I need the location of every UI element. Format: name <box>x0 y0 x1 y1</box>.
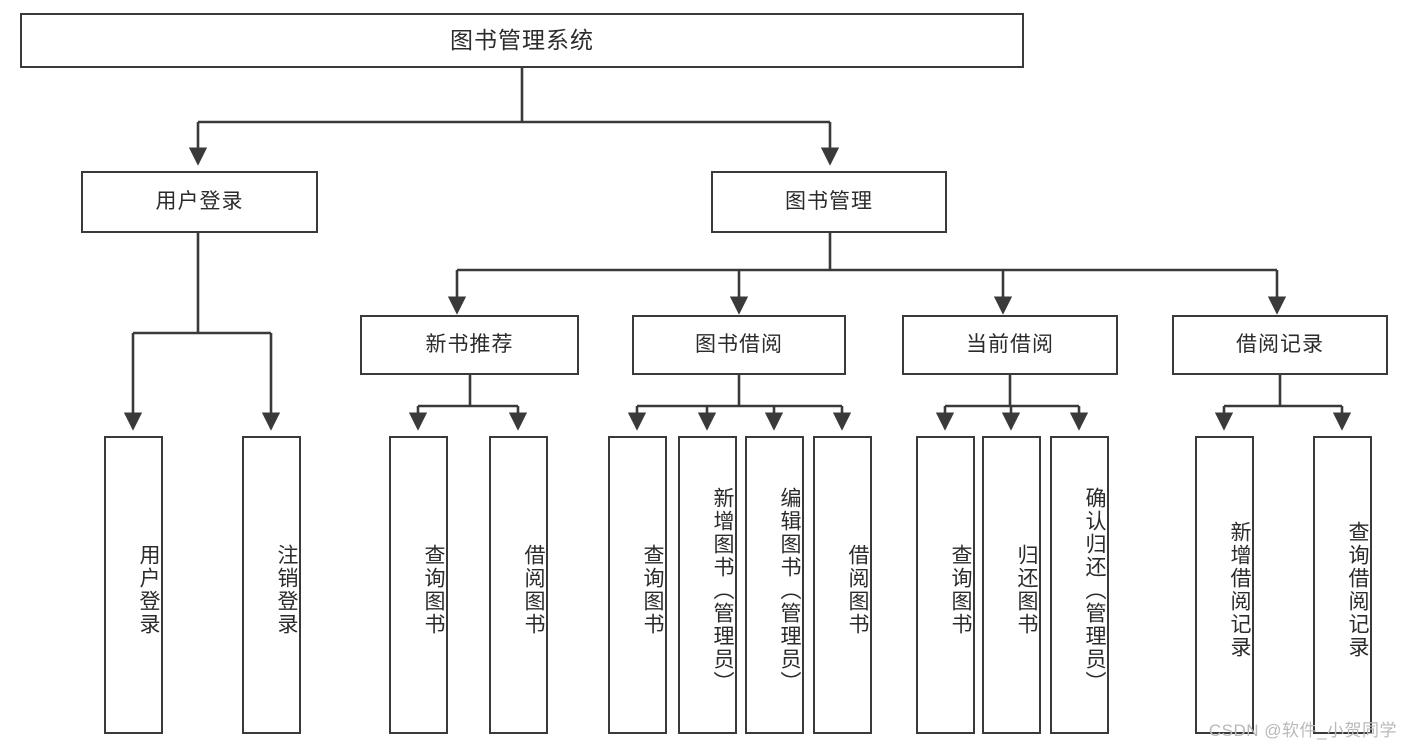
node-label: 编辑图书（管理员） <box>778 486 801 694</box>
leaf-query-book-1[interactable]: 查询图书 <box>389 436 448 734</box>
node-label: 当前借阅 <box>966 332 1054 356</box>
node-label: 借阅图书 <box>522 544 545 636</box>
node-label: 查询图书 <box>949 544 972 636</box>
node-label: 新增借阅记录 <box>1228 521 1251 659</box>
node-label: 新增图书（管理员） <box>711 486 734 694</box>
node-label: 图书管理系统 <box>450 27 594 54</box>
leaf-confirm-return[interactable]: 确认归还（管理员） <box>1050 436 1109 734</box>
node-borrow-record[interactable]: 借阅记录 <box>1172 315 1388 375</box>
node-label: 新书推荐 <box>425 332 514 356</box>
node-label: 借阅图书 <box>846 544 869 636</box>
node-label: 归还图书 <box>1015 544 1038 636</box>
leaf-edit-book[interactable]: 编辑图书（管理员） <box>745 436 804 734</box>
leaf-user-login[interactable]: 用户登录 <box>104 436 163 734</box>
node-label: 用户登录 <box>155 189 244 213</box>
leaf-add-record[interactable]: 新增借阅记录 <box>1195 436 1254 734</box>
leaf-user-logout[interactable]: 注销登录 <box>242 436 301 734</box>
node-new-book-recommend[interactable]: 新书推荐 <box>360 315 579 375</box>
node-book-management[interactable]: 图书管理 <box>711 171 947 233</box>
leaf-query-record[interactable]: 查询借阅记录 <box>1313 436 1372 734</box>
node-label: 用户登录 <box>137 544 160 636</box>
leaf-borrow-book-2[interactable]: 借阅图书 <box>813 436 872 734</box>
leaf-add-book[interactable]: 新增图书（管理员） <box>678 436 737 734</box>
node-book-borrow[interactable]: 图书借阅 <box>632 315 846 375</box>
node-user-login[interactable]: 用户登录 <box>81 171 318 233</box>
node-current-borrow[interactable]: 当前借阅 <box>902 315 1118 375</box>
csdn-watermark: CSDN @软件_小贺同学 <box>1208 721 1397 740</box>
node-label: 查询借阅记录 <box>1346 521 1369 659</box>
node-label: 图书管理 <box>785 189 873 213</box>
node-root-system[interactable]: 图书管理系统 <box>20 13 1024 68</box>
leaf-query-book-3[interactable]: 查询图书 <box>916 436 975 734</box>
node-label: 图书借阅 <box>695 332 783 356</box>
node-label: 注销登录 <box>275 544 298 636</box>
node-label: 借阅记录 <box>1236 332 1324 356</box>
node-label: 查询图书 <box>641 544 664 636</box>
leaf-query-book-2[interactable]: 查询图书 <box>608 436 667 734</box>
leaf-borrow-book-1[interactable]: 借阅图书 <box>489 436 548 734</box>
node-label: 确认归还（管理员） <box>1083 486 1106 694</box>
node-label: 查询图书 <box>422 544 445 636</box>
leaf-return-book[interactable]: 归还图书 <box>982 436 1041 734</box>
